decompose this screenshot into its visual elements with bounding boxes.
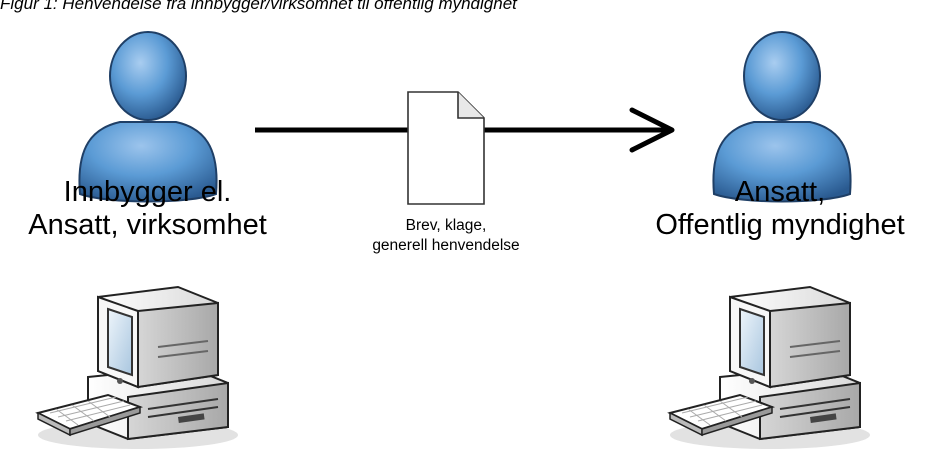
- figure-caption: Figur 1: Henvendelse fra innbygger/virks…: [0, 0, 517, 13]
- message-label: Brev, klage, generell henvendelse: [336, 216, 556, 256]
- receiver-computer-icon: [669, 286, 871, 450]
- receiver-label-line1: Ansatt,: [734, 176, 826, 208]
- sender-label: Innbygger el. Ansatt, virksomhet: [5, 176, 290, 242]
- sender-computer-icon: [37, 286, 239, 450]
- sender-label-line1: Innbygger el.: [63, 176, 232, 208]
- sender-label-line2: Ansatt, virksomhet: [28, 209, 267, 241]
- message-label-line2: generell henvendelse: [372, 237, 520, 254]
- arrow-head-icon: [629, 107, 675, 153]
- receiver-label-line2: Offentlig myndighet: [655, 209, 905, 241]
- receiver-label: Ansatt, Offentlig myndighet: [632, 176, 928, 242]
- message-label-line1: Brev, klage,: [405, 217, 487, 234]
- document-icon: [407, 91, 485, 205]
